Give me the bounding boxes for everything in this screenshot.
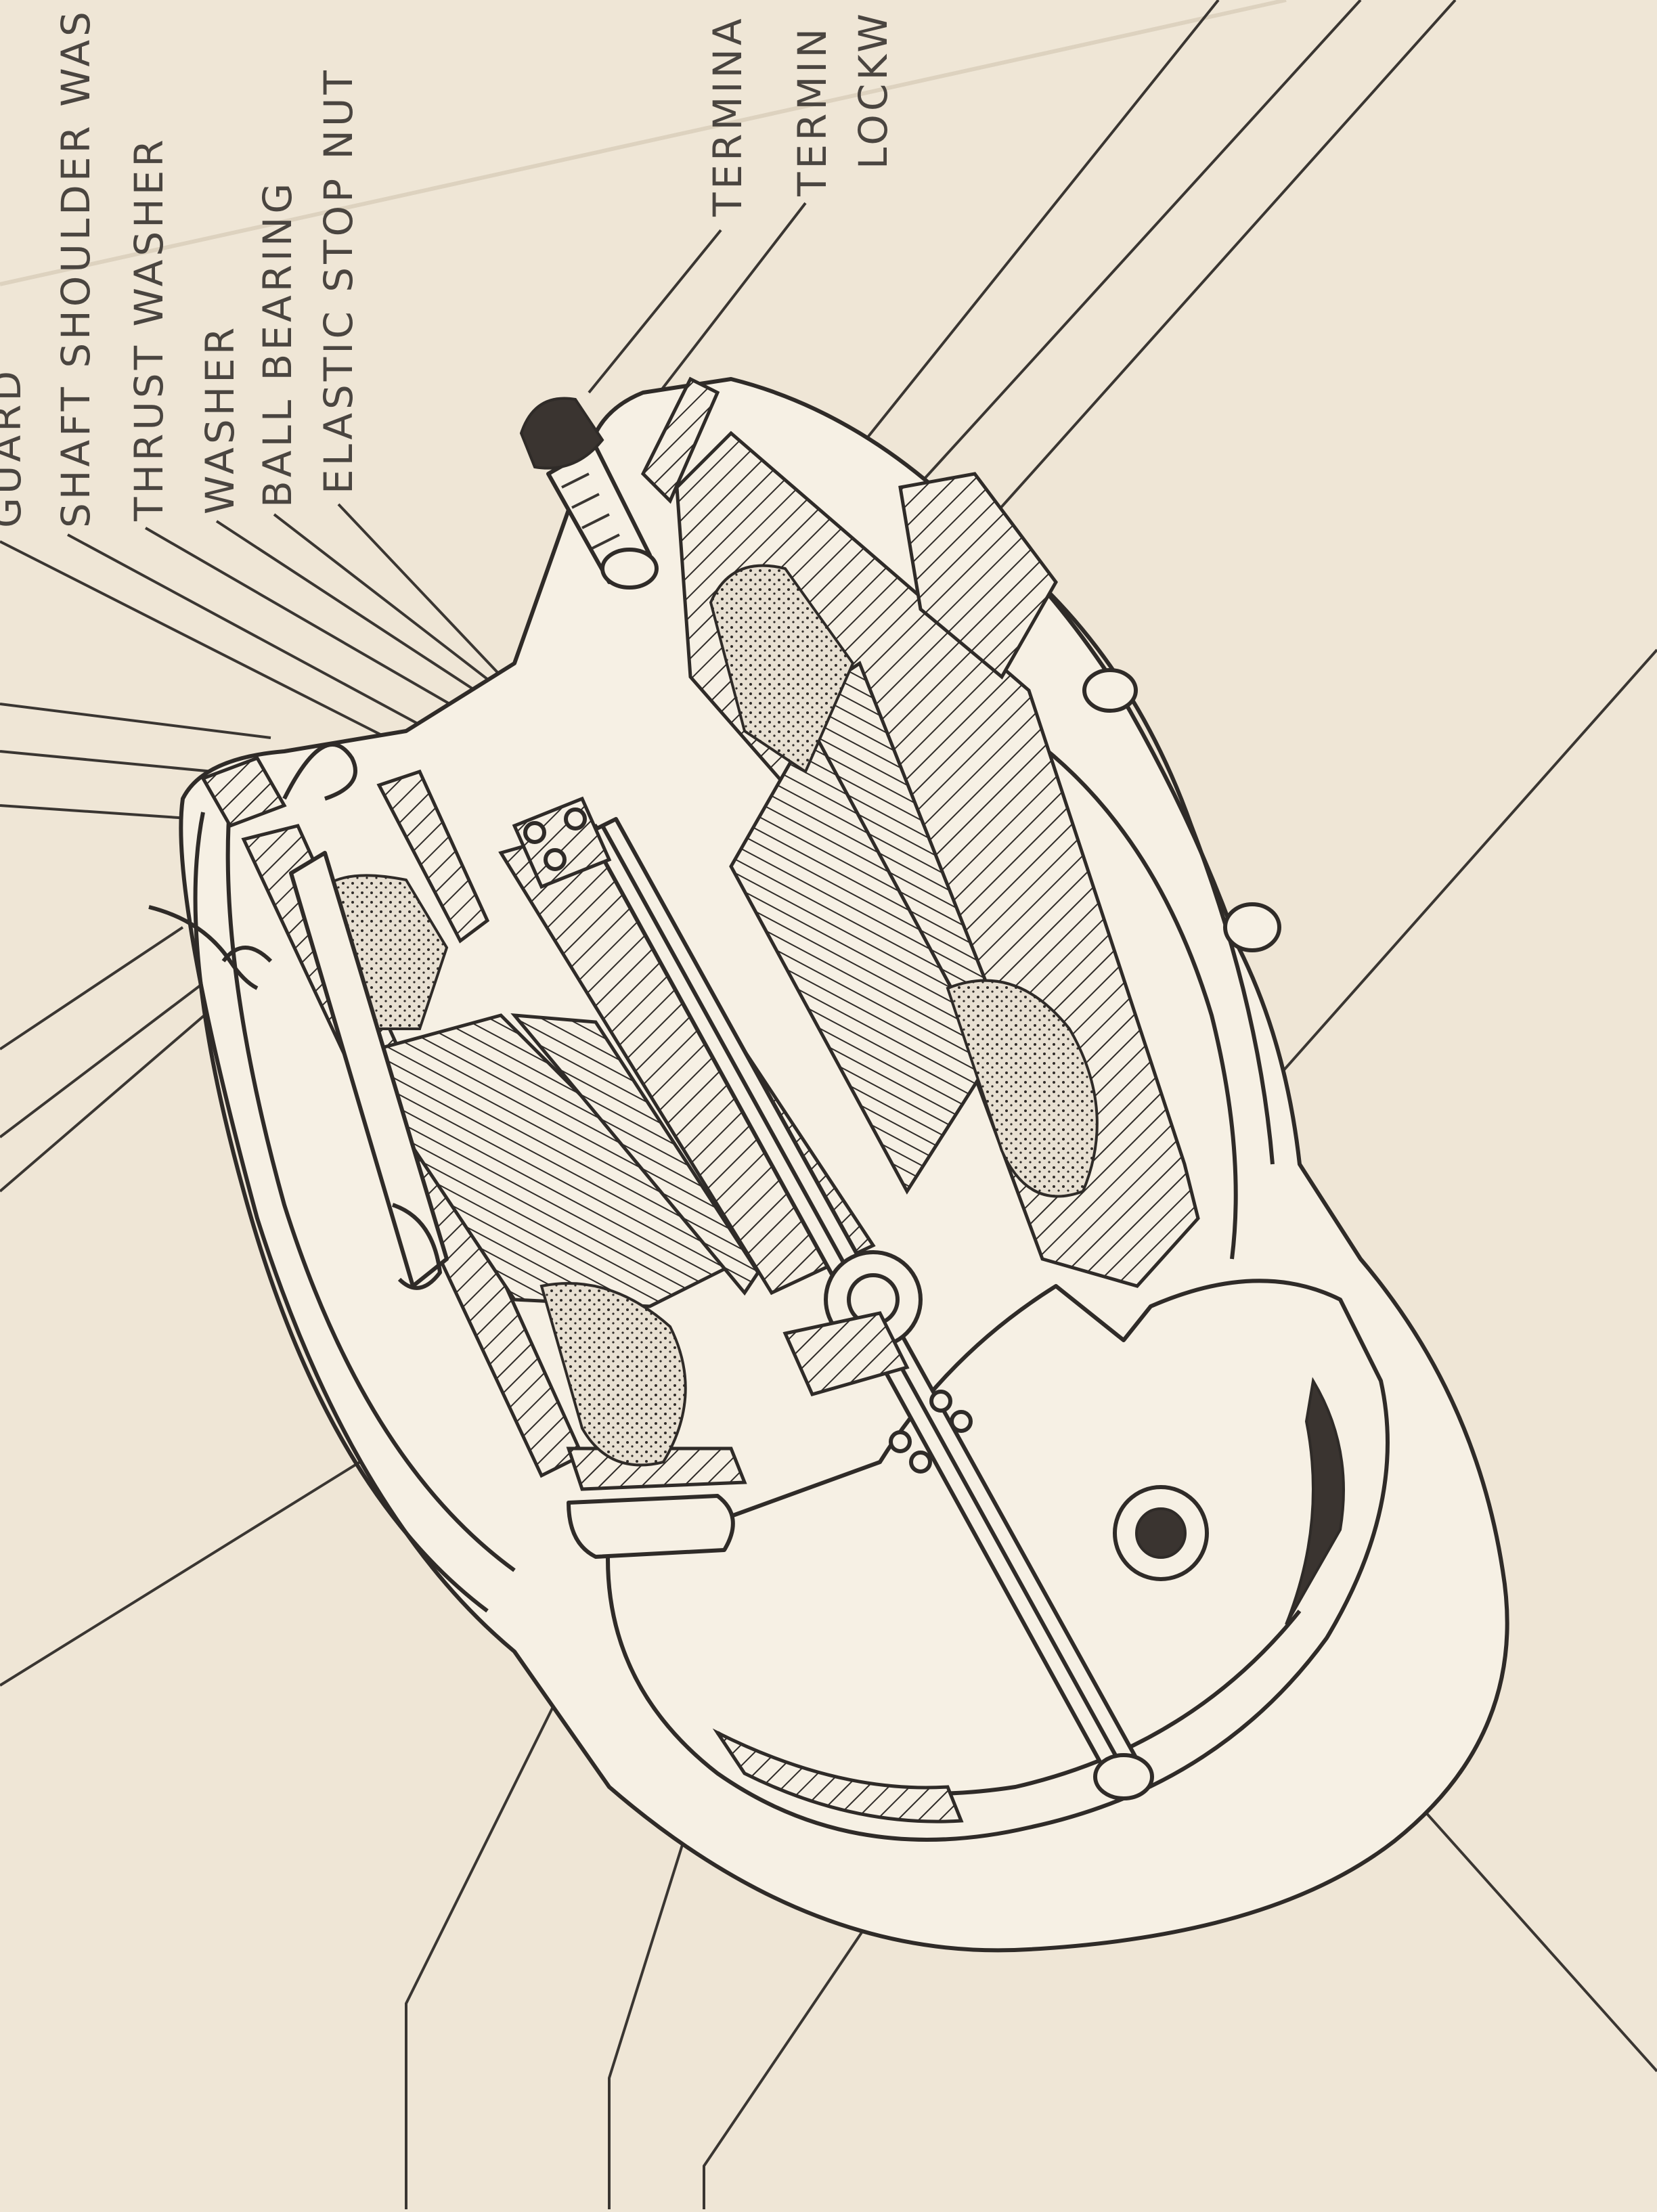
mounting-boss <box>567 1494 735 1559</box>
brush-spring <box>376 769 490 944</box>
vent-hole-lower <box>1223 902 1281 952</box>
brush-holder <box>289 851 449 1288</box>
bearing-balls-front <box>889 1390 973 1474</box>
insulator-strip <box>640 376 720 504</box>
part-labels: GUARD SHAFT SHOULDER WAS THRUST WASHER W… <box>0 8 896 528</box>
end-bell-section <box>898 472 1058 680</box>
label-elastic-stop-nut: ELASTIC STOP NUT <box>315 67 361 494</box>
label-washer: WASHER <box>197 324 243 514</box>
winding-upper-left <box>709 564 855 774</box>
front-bearing-threads <box>782 1311 910 1397</box>
stator-lamination-lower <box>349 1013 748 1308</box>
paper-fold <box>0 0 1287 286</box>
label-guard: GUARD <box>0 368 30 528</box>
label-lockwasher: LOCKW <box>850 10 896 169</box>
terminal-screw <box>519 397 659 590</box>
winding-lower-right <box>539 1282 687 1467</box>
winding-upper-right <box>946 979 1099 1198</box>
label-shaft-shoulder-washer: SHAFT SHOULDER WAS <box>53 8 99 528</box>
motor-assembly <box>148 376 1509 1953</box>
label-terminal-2: TERMIN <box>789 25 835 197</box>
label-terminal-1: TERMINA <box>705 15 751 217</box>
front-flange-hatch <box>712 1728 964 1823</box>
terminal-block <box>200 755 287 828</box>
front-shadow <box>1285 1377 1345 1625</box>
shaft-end <box>1093 1753 1154 1800</box>
label-thrust-washer: THRUST WASHER <box>126 136 172 522</box>
label-ball-bearing: BALL BEARING <box>255 180 301 508</box>
rear-bearing <box>512 796 612 889</box>
lead-wire <box>282 743 357 801</box>
vent-hole-upper <box>1082 668 1138 713</box>
